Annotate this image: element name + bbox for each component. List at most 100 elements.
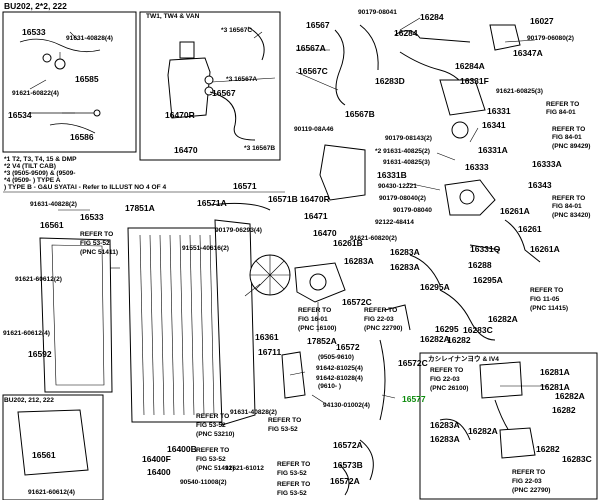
- note-line: *3 (9505-9509) & (9509-: [4, 170, 75, 177]
- leader-lines: [29, 17, 548, 405]
- refer-to-callout[interactable]: REFER TO FIG 53-52 (PNC 51411): [80, 231, 118, 256]
- part-label: 16361: [255, 332, 279, 342]
- svg-text:REFER TO: REFER TO: [430, 367, 463, 374]
- part-label: 17851A: [125, 203, 155, 213]
- part-label: 16261A: [500, 206, 530, 216]
- part-label: 16283C: [562, 454, 592, 464]
- svg-text:FIG 53-52: FIG 53-52: [196, 422, 226, 429]
- part-label: 16283D: [375, 76, 405, 86]
- part-label: 91621-60612(4): [28, 489, 75, 496]
- part-label: 16585: [75, 74, 99, 84]
- part-label: 16331: [487, 106, 511, 116]
- clamp-drawing: [54, 58, 66, 70]
- part-label: 16400B: [167, 444, 197, 454]
- part-label: 90179-08143(2): [385, 135, 432, 142]
- part-label: 16534: [8, 110, 32, 120]
- lower-radiator-hose-drawing: [379, 339, 386, 421]
- tank-drawing: [479, 361, 523, 399]
- part-label: 91631-40828(4): [66, 35, 113, 42]
- refer-to-callout[interactable]: REFER TO FIG 53-52: [277, 481, 310, 497]
- part-label: 16470: [174, 145, 198, 155]
- part-label: 16284: [420, 12, 444, 22]
- refer-to-callout[interactable]: REFER TO FIG 84-01 (PNC 83420): [552, 195, 590, 219]
- inset-bottom-left: BU202, 212, 222: [2, 394, 104, 500]
- refer-to-callout[interactable]: REFER TO FIG 53-52: [277, 461, 310, 477]
- part-label: 91631-40828(2): [30, 201, 77, 208]
- part-label: 91621-60612(2): [15, 276, 62, 283]
- svg-text:(PNC 11415): (PNC 11415): [530, 305, 568, 312]
- svg-text:REFER TO: REFER TO: [80, 231, 113, 238]
- bracket-drawing: [319, 144, 366, 201]
- part-label: 16261: [518, 224, 542, 234]
- svg-text:(PNC 53210): (PNC 53210): [196, 431, 234, 438]
- part-label: 16295A: [420, 282, 450, 292]
- part-label: 90179-06293(4): [215, 227, 262, 234]
- part-label: 16261B: [333, 238, 363, 248]
- part-label: 16331B: [377, 170, 407, 180]
- part-label: 16295A: [473, 275, 503, 285]
- part-label: 16400: [147, 467, 171, 477]
- part-label: 16572C: [342, 297, 372, 307]
- part-label: 16333: [465, 162, 489, 172]
- svg-text:REFER TO: REFER TO: [277, 461, 310, 468]
- part-label: 16572A: [330, 476, 360, 486]
- part-label: 16283A: [430, 420, 460, 430]
- svg-text:FIG 53-52: FIG 53-52: [268, 426, 298, 433]
- refer-to-callout[interactable]: REFER TO FIG 84-01 (PNC 89429): [552, 126, 590, 150]
- part-label: 16471: [304, 211, 328, 221]
- part-label: 16333A: [532, 159, 562, 169]
- svg-text:REFER TO: REFER TO: [268, 417, 301, 424]
- part-label: (9505-9610): [318, 354, 354, 361]
- part-label: 91551-40616(2): [182, 245, 229, 252]
- part-label: 16470R: [300, 194, 330, 204]
- part-labels: 16533 91631-40828(4) 16585 91621-60822(4…: [3, 9, 592, 496]
- part-label: 90179-08040: [393, 207, 432, 214]
- part-label: 16571A: [197, 198, 227, 208]
- part-label: (9610- ): [318, 383, 341, 390]
- refer-to-callout[interactable]: REFER TO FIG 53-52: [268, 417, 301, 433]
- refer-to-callout[interactable]: REFER TO FIG 22-03 (PNC 26100): [430, 367, 468, 392]
- part-label: 16331F: [460, 76, 489, 86]
- part-label: 16295: [435, 324, 459, 334]
- part-label: 90540-11008(2): [180, 479, 227, 486]
- part-label: 90179-08040(2): [379, 195, 426, 202]
- hose-drawing: [334, 29, 346, 106]
- svg-text:REFER TO: REFER TO: [546, 101, 579, 108]
- part-label: 91621-61012: [225, 465, 264, 472]
- part-label: 16282: [536, 444, 560, 454]
- part-label: 16281A: [540, 367, 570, 377]
- part-label: 16573B: [333, 460, 363, 470]
- svg-text:REFER TO: REFER TO: [512, 469, 545, 476]
- part-label: 90430-12221: [378, 183, 417, 190]
- part-label: 16283A: [430, 434, 460, 444]
- svg-text:REFER TO: REFER TO: [552, 126, 585, 133]
- part-label: 90119-08A46: [294, 126, 334, 133]
- svg-text:FIG 22-03: FIG 22-03: [364, 316, 394, 323]
- part-label: 94130-01002(4): [323, 402, 370, 409]
- part-label: 16586: [70, 132, 94, 142]
- part-label: 16331A: [478, 145, 508, 155]
- part-label: 16561: [32, 450, 56, 460]
- note-line: *2 V4 (TILT CAB): [4, 163, 56, 170]
- part-label: 16400F: [142, 454, 171, 464]
- refer-to-callout[interactable]: REFER TO FIG 53-52 (PNC 53210): [196, 413, 234, 438]
- part-label: 16288: [468, 260, 492, 270]
- notes-block: *1 T2, T3, T4, 15 & DMP *2 V4 (TILT CAB)…: [3, 156, 285, 193]
- inset-bottom-right: カシレイナンヨウ & IV4: [419, 352, 598, 500]
- overflow-hose-drawing: [209, 91, 256, 141]
- refer-to-callout[interactable]: REFER TO FIG 11-05 (PNC 11415): [530, 287, 568, 312]
- part-label: 92122-48414: [375, 219, 414, 226]
- part-label: 16533: [80, 212, 104, 222]
- part-label: *2 91631-40825(2): [375, 148, 430, 155]
- part-label: *3 16567C: [221, 27, 252, 34]
- refer-to-callout[interactable]: REFER TO FIG 53-52 (PNC 51412): [196, 447, 234, 472]
- svg-text:REFER TO: REFER TO: [530, 287, 563, 294]
- part-label: 91621-60825(3): [496, 88, 543, 95]
- svg-text:(PNC 83420): (PNC 83420): [552, 212, 590, 219]
- refer-to-callout[interactable]: REFER TO FIG 22-03 (PNC 22790): [364, 307, 402, 332]
- refer-to-callout[interactable]: REFER TO FIG 16-01 (PNC 16100): [298, 307, 336, 332]
- refer-callouts: REFER TO FIG 84-01 REFER TO FIG 84-01 (P…: [80, 101, 590, 497]
- note-line: *4 (9509- ) TYPE A: [4, 177, 61, 184]
- refer-to-callout[interactable]: REFER TO FIG 84-01: [546, 101, 579, 116]
- refer-to-callout[interactable]: REFER TO FIG 22-03 (PNC 22790): [512, 469, 550, 494]
